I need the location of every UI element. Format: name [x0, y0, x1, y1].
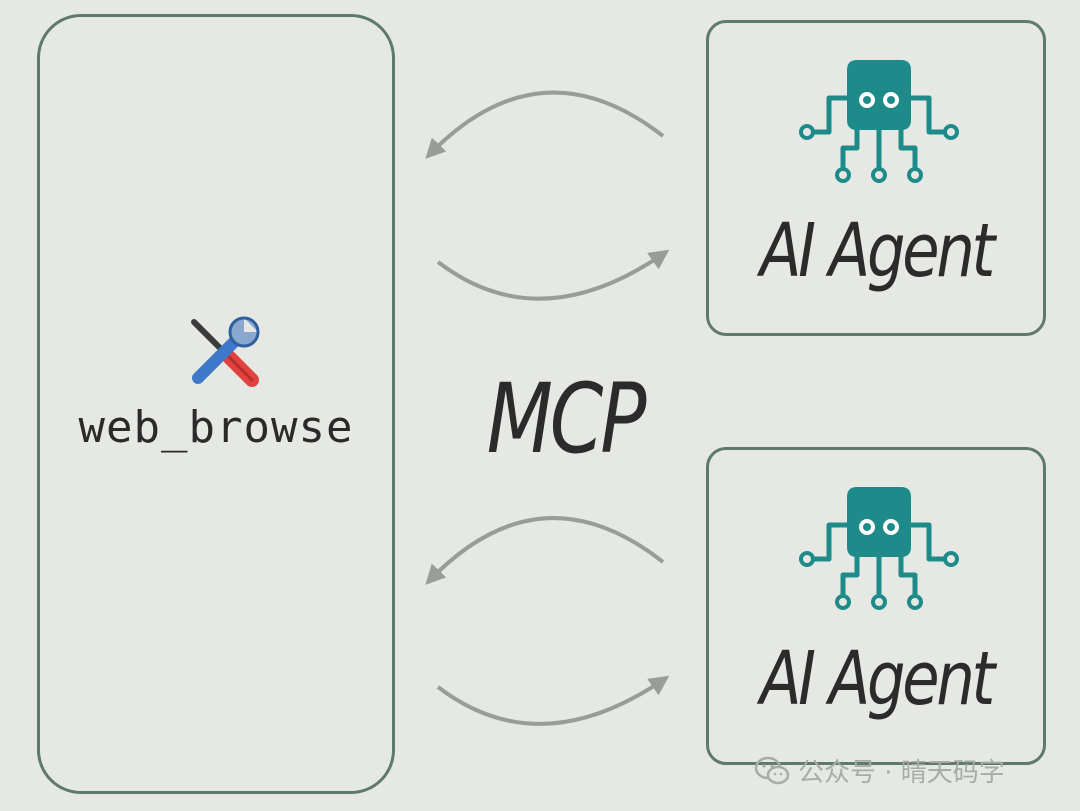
arrow-tool-to-agent2 — [436, 675, 670, 726]
agent-box: AI Agent — [706, 20, 1046, 336]
watermark: 公众号 · 晴天码字 — [754, 752, 1005, 789]
wrench-screwdriver-icon — [191, 316, 260, 387]
tool-box — [37, 14, 395, 794]
agent-box: AI Agent — [706, 447, 1046, 765]
watermark-text: 公众号 · 晴天码字 — [798, 758, 1005, 788]
wechat-icon — [754, 756, 790, 784]
arrow-agent2-to-tool — [425, 516, 665, 585]
tool-label: web_browse — [78, 402, 354, 453]
octopus-robot-icon — [799, 487, 959, 610]
arrow-agent1-to-tool — [425, 90, 665, 159]
agent-label: AI Agent — [759, 636, 995, 722]
protocol-label: MCP — [486, 363, 647, 475]
octopus-robot-icon — [799, 60, 959, 183]
agent-label: AI Agent — [759, 208, 995, 294]
arrow-tool-to-agent1 — [436, 249, 670, 301]
